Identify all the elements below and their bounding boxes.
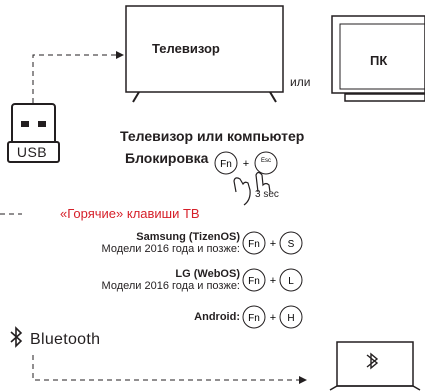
hotkey-row-keys-samsung: Fn + S bbox=[242, 231, 303, 255]
esc-key-lock: Esc bbox=[254, 151, 278, 175]
fn-key-lock: Fn bbox=[214, 151, 238, 175]
bluetooth-connector bbox=[0, 213, 300, 381]
svg-text:L: L bbox=[288, 276, 294, 287]
svg-text:H: H bbox=[287, 313, 294, 324]
hotkey-row-keys-lg: Fn + L bbox=[242, 268, 303, 292]
arrow-to-laptop-icon bbox=[299, 376, 307, 384]
svg-text:Fn: Fn bbox=[220, 159, 232, 170]
hotkey-row-android: Android: bbox=[194, 311, 240, 323]
svg-text:+: + bbox=[270, 312, 276, 324]
laptop-icon bbox=[329, 341, 421, 391]
hotkey-row-samsung: Samsung (TizenOS) Модели 2016 года и поз… bbox=[102, 231, 240, 255]
usb-to-tv-connector bbox=[32, 54, 118, 103]
bluetooth-label: Bluetooth bbox=[30, 331, 101, 348]
svg-text:+: + bbox=[270, 238, 276, 250]
svg-text:Fn: Fn bbox=[248, 239, 260, 250]
hotkey-row-lg: LG (WebOS) Модели 2016 года и позже: bbox=[102, 268, 240, 292]
brand-lg: LG (WebOS) bbox=[175, 268, 240, 280]
usb-contacts bbox=[21, 121, 46, 127]
finger-press-icon bbox=[233, 171, 271, 206]
lock-plus: + bbox=[243, 158, 249, 170]
svg-text:Fn: Fn bbox=[248, 313, 260, 324]
lock-label: Блокировка bbox=[125, 150, 209, 166]
arrow-to-tv-icon bbox=[116, 51, 124, 59]
usb-label: USB bbox=[16, 144, 48, 160]
laptop-bluetooth-icon bbox=[366, 352, 379, 370]
tv-label: Телевизор bbox=[152, 41, 220, 56]
pc-label: ПК bbox=[370, 53, 388, 68]
models-samsung: Модели 2016 года и позже: bbox=[101, 243, 240, 255]
pc-monitor-icon bbox=[331, 15, 425, 102]
svg-text:+: + bbox=[270, 275, 276, 287]
usb-dongle-icon bbox=[7, 103, 60, 163]
brand-samsung: Samsung (TizenOS) bbox=[136, 231, 240, 243]
tv-icon bbox=[125, 5, 284, 103]
brand-android: Android: bbox=[194, 311, 240, 323]
models-lg: Модели 2016 года и позже: bbox=[101, 280, 240, 292]
hotkeys-title: «Горячие» клавиши ТВ bbox=[60, 206, 200, 221]
section-title: Телевизор или компьютер bbox=[120, 128, 305, 144]
svg-text:Fn: Fn bbox=[248, 276, 260, 287]
or-label: или bbox=[290, 75, 311, 89]
hold-duration: 3 sec bbox=[255, 189, 279, 200]
hotkey-row-keys-android: Fn + H bbox=[242, 305, 303, 329]
svg-text:Esc: Esc bbox=[261, 158, 271, 164]
bluetooth-icon bbox=[10, 326, 23, 348]
svg-text:S: S bbox=[288, 239, 295, 250]
